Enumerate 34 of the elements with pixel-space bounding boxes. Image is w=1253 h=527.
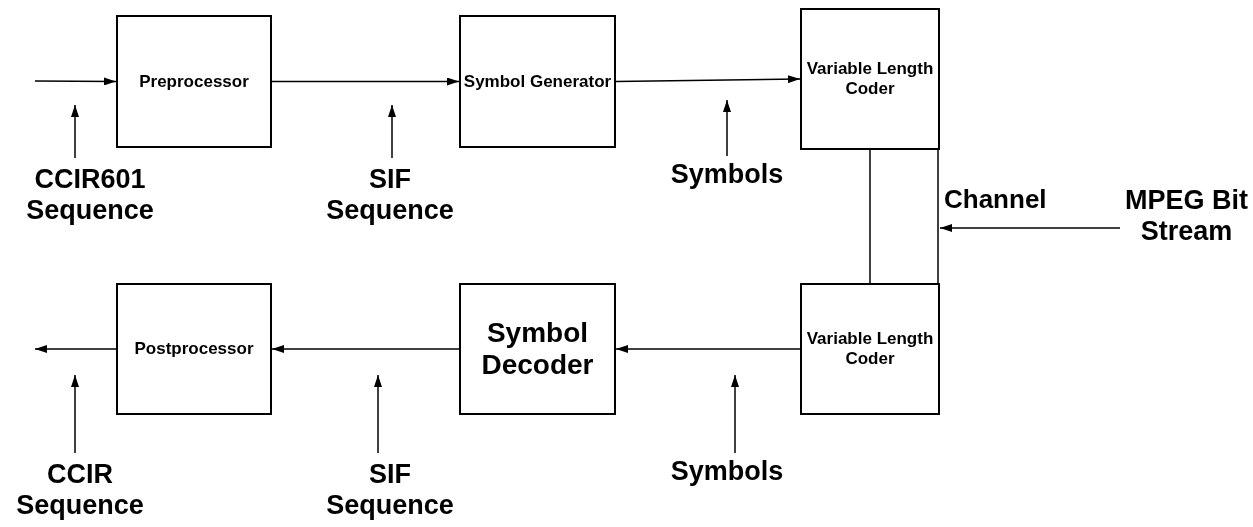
signal-label: CCIR601 Sequence bbox=[25, 163, 155, 227]
leader-line bbox=[731, 374, 739, 454]
process-box bbox=[800, 283, 940, 415]
process-box bbox=[116, 283, 272, 415]
leader-line bbox=[71, 104, 79, 159]
leader-line bbox=[71, 374, 79, 454]
signal-label: SIF Sequence bbox=[325, 458, 455, 522]
box-label: Preprocessor bbox=[139, 71, 249, 92]
signal-label: CCIR Sequence bbox=[15, 458, 145, 522]
process-box bbox=[800, 8, 940, 150]
signal-label: Symbols bbox=[670, 159, 784, 191]
leader-line bbox=[388, 104, 396, 159]
box-label: Symbol Decoder bbox=[480, 316, 595, 382]
process-box bbox=[459, 283, 616, 415]
leader-line bbox=[723, 99, 731, 157]
arrow bbox=[271, 77, 460, 86]
arrow bbox=[34, 77, 117, 86]
signal-label: SIF Sequence bbox=[325, 163, 455, 227]
box-label: Symbol Generator bbox=[463, 71, 612, 92]
channel-line bbox=[937, 149, 939, 284]
box-label: Variable Length Coder bbox=[805, 59, 935, 99]
arrow bbox=[271, 345, 460, 353]
leader-line bbox=[939, 224, 1121, 232]
signal-label: MPEG Bit Stream bbox=[1124, 184, 1249, 248]
box-label: Variable Length Coder bbox=[805, 329, 935, 369]
arrow bbox=[34, 345, 117, 353]
process-box bbox=[459, 15, 616, 148]
channel-line bbox=[869, 149, 871, 284]
leader-line bbox=[374, 374, 382, 454]
box-label: Postprocessor bbox=[134, 339, 254, 359]
arrow bbox=[615, 345, 801, 353]
arrow bbox=[615, 75, 801, 84]
process-box bbox=[116, 15, 272, 148]
signal-label: Symbols bbox=[670, 456, 784, 488]
